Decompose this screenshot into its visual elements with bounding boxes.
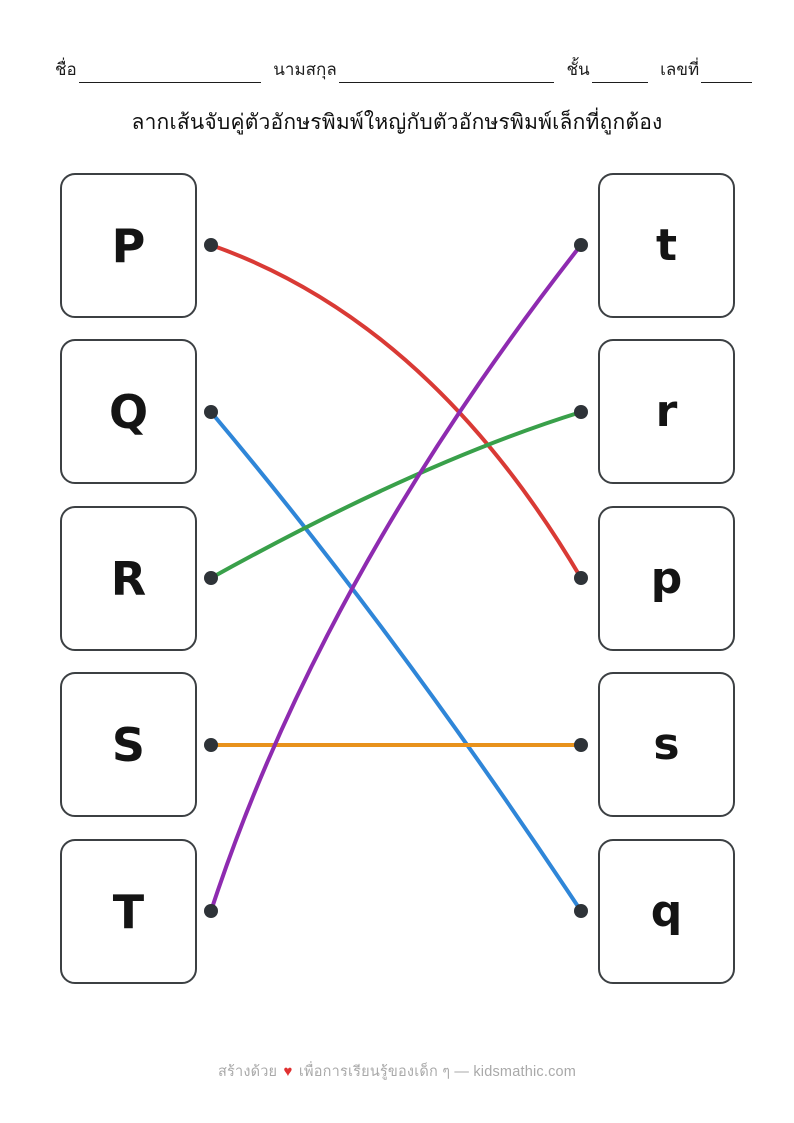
letter-box-r: r xyxy=(598,339,735,484)
letter-box-S: S xyxy=(60,672,197,817)
connector-dot[interactable] xyxy=(574,405,588,419)
connector-dot[interactable] xyxy=(204,571,218,585)
connector-dot[interactable] xyxy=(204,904,218,918)
surname-input-line[interactable] xyxy=(338,60,555,84)
letter-box-R: R xyxy=(60,506,197,651)
connection-line-Q-q xyxy=(209,410,583,913)
surname-label: นามสกุล xyxy=(273,60,337,79)
name-input-line[interactable] xyxy=(78,60,262,84)
connector-dot[interactable] xyxy=(574,904,588,918)
name-label: ชื่อ xyxy=(55,60,77,79)
letter-box-T: T xyxy=(60,839,197,984)
letter-box-P: P xyxy=(60,173,197,318)
footer-credit: สร้างด้วย ♥ เพื่อการเรียนรู้ของเด็ก ๆ — … xyxy=(0,1060,794,1083)
uppercase-letter: T xyxy=(112,884,145,939)
class-input-line[interactable] xyxy=(591,60,649,84)
header-fields: ชื่อ นามสกุล ชั้น เลขที่ xyxy=(55,56,754,84)
letter-box-t: t xyxy=(598,173,735,318)
letter-box-p: p xyxy=(598,506,735,651)
connector-dot[interactable] xyxy=(204,405,218,419)
uppercase-letter: S xyxy=(111,717,146,772)
uppercase-letter: R xyxy=(110,551,147,606)
uppercase-letter: P xyxy=(111,218,146,273)
connector-dot[interactable] xyxy=(574,738,588,752)
letter-box-q: q xyxy=(598,839,735,984)
page-title: ลากเส้นจับคู่ตัวอักษรพิมพ์ใหญ่กับตัวอักษ… xyxy=(131,111,663,134)
connector-dot[interactable] xyxy=(204,238,218,252)
uppercase-letter: Q xyxy=(108,384,149,439)
connector-dot[interactable] xyxy=(574,571,588,585)
lowercase-letter: p xyxy=(650,553,683,604)
connection-line-R-r xyxy=(209,410,583,580)
lowercase-letter: s xyxy=(653,719,680,770)
lowercase-letter: t xyxy=(655,220,678,271)
number-label: เลขที่ xyxy=(660,60,700,79)
letter-box-s: s xyxy=(598,672,735,817)
footer-text-after: เพื่อการเรียนรู้ของเด็ก ๆ — kidsmathic.c… xyxy=(298,1064,577,1080)
lowercase-letter: r xyxy=(655,386,678,437)
class-label: ชั้น xyxy=(566,60,590,79)
connection-line-P-p xyxy=(209,243,583,580)
connection-line-T-t xyxy=(209,243,583,913)
heart-icon: ♥ xyxy=(283,1063,293,1080)
footer-text-before: สร้างด้วย xyxy=(217,1064,278,1080)
lowercase-letter: q xyxy=(650,886,683,937)
connector-dot[interactable] xyxy=(204,738,218,752)
connector-dot[interactable] xyxy=(574,238,588,252)
letter-box-Q: Q xyxy=(60,339,197,484)
number-input-line[interactable] xyxy=(701,60,752,84)
